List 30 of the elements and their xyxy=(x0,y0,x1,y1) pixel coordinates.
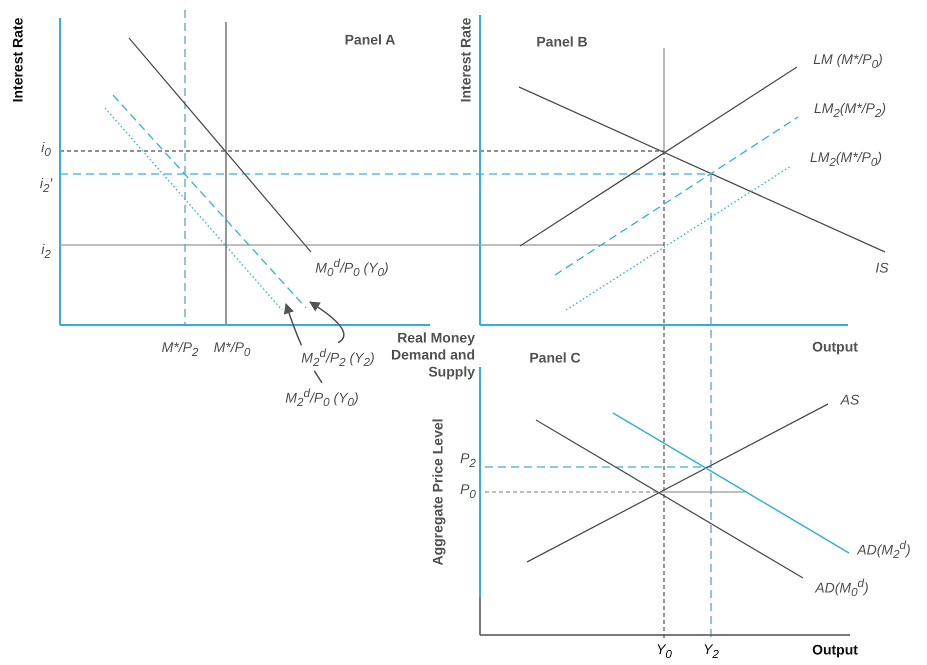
curve-label: AD(M$_{0}$$^{d}$) xyxy=(815,576,869,602)
curve-label: LM (M*/P$_{0}$) xyxy=(813,51,883,73)
axis-tick-label: M*/P$_{2}$ xyxy=(162,339,198,361)
axis-tick-label: Y$_{0}$ xyxy=(656,641,672,663)
axis-tick-label: i$_{2}$′ xyxy=(40,175,52,197)
axis-title: Interest Rate xyxy=(458,18,474,102)
axis-tick-label: M*/P$_{0}$ xyxy=(214,339,250,361)
axis-tick-label: P$_{0}$ xyxy=(460,481,476,503)
axis-title: Real Money Demand and Supply xyxy=(390,330,475,380)
axis-tick-label: P$_{2}$ xyxy=(460,450,476,472)
axis-title: Output xyxy=(812,338,858,356)
leader-arrow xyxy=(309,301,345,344)
curve-label: AD(M$_{2}$$^{d}$) xyxy=(857,538,911,564)
curve-label: M$_{0}$$^{d}$/P$_{0}$ (Y$_{0}$) xyxy=(315,256,389,282)
axis-title: Interest Rate xyxy=(10,18,26,102)
axis-tick-label: Y$_{2}$ xyxy=(703,641,719,663)
curve-label: LM$_{2}$(M*/P$_{0}$) xyxy=(810,149,882,171)
demand-curve xyxy=(104,108,282,310)
axis-tick-label: i$_{2}$ xyxy=(41,241,51,263)
axis-title: Aggregate Price Level xyxy=(430,418,446,566)
axis-tick-label: i$_{0}$ xyxy=(41,139,51,161)
axis-title: Output xyxy=(812,642,858,658)
panel-title: Panel C xyxy=(529,350,581,366)
curve-label: M$_{2}$$^{d}$/P$_{2}$ (Y$_{2}$) xyxy=(301,344,375,372)
curve-label: AS xyxy=(840,392,860,408)
panel-title: Panel B xyxy=(536,34,588,50)
curve-label: IS xyxy=(875,260,889,276)
curve-label: LM$_{2}$(M*/P$_{2}$) xyxy=(814,100,886,122)
demand-curve xyxy=(112,94,306,308)
panel-title: Panel A xyxy=(344,32,396,48)
